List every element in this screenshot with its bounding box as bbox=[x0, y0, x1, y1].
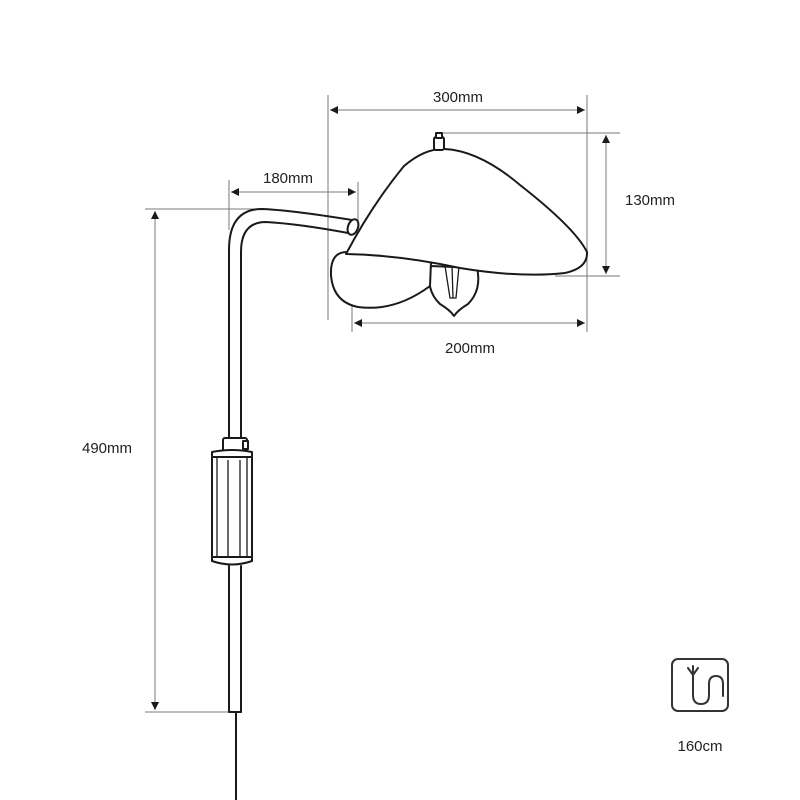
lamp-shade bbox=[329, 132, 589, 309]
label-shade-width: 300mm bbox=[433, 89, 483, 106]
switch-cylinder bbox=[211, 437, 253, 566]
lamp-lower-stem bbox=[228, 565, 242, 800]
label-total-height: 490mm bbox=[82, 440, 132, 457]
label-shade-height: 130mm bbox=[625, 192, 675, 209]
cable-length-icon bbox=[671, 658, 729, 712]
bulb bbox=[428, 265, 480, 317]
label-arm-reach: 180mm bbox=[263, 170, 313, 187]
dimension-shade-height: 130mm bbox=[442, 132, 675, 277]
dimension-total-height: 490mm bbox=[82, 208, 262, 713]
label-cable-length: 160cm bbox=[677, 738, 722, 755]
label-shade-depth: 200mm bbox=[445, 340, 495, 357]
dimension-shade-width: 300mm bbox=[327, 89, 588, 332]
dimension-arm-reach: 180mm bbox=[228, 170, 359, 230]
lamp-arm bbox=[228, 208, 360, 441]
